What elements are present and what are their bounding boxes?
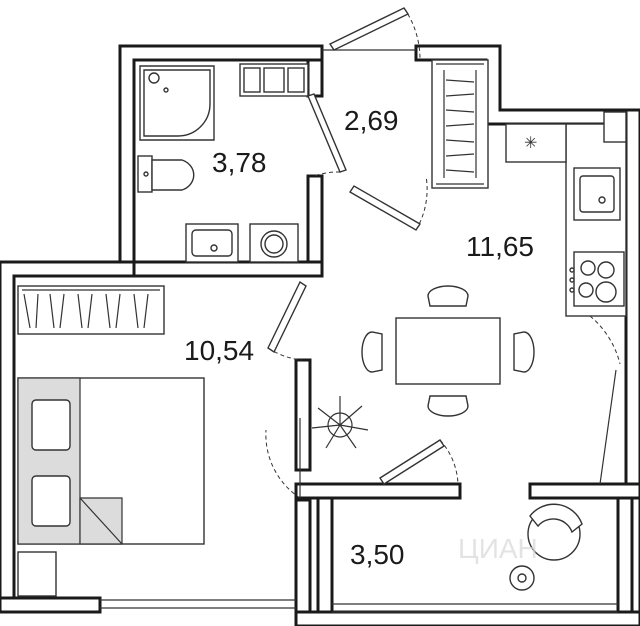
walls: [0, 44, 640, 626]
armchair: [527, 503, 583, 561]
washing-machine: [249, 223, 299, 263]
bedroom-side-door: [265, 418, 301, 499]
plant-icon: [311, 396, 369, 449]
hallway-door: [349, 175, 428, 231]
nightstand: [17, 551, 57, 597]
balcony-door: [379, 439, 459, 485]
area-label-hallway: 2,69: [344, 105, 399, 136]
area-label-kitchen-living: 11,65: [466, 231, 534, 262]
hall-wardrobe: [431, 59, 489, 189]
side-table: [509, 565, 535, 591]
bedroom-wardrobe: [17, 285, 165, 335]
storage-shelves: [239, 63, 309, 97]
bed: [17, 377, 205, 545]
area-label-bathroom: 3,78: [212, 147, 267, 178]
dining-table: [361, 285, 535, 417]
shower-cabin: [139, 65, 215, 141]
svg-text:✳: ✳: [524, 133, 537, 152]
kitchen-window-arc: [589, 315, 621, 365]
bathroom-door: [307, 93, 347, 177]
area-label-balcony: 3,50: [350, 539, 405, 570]
kitchen-counter: ✳: [505, 111, 627, 317]
watermark: ЦИАН: [458, 533, 538, 564]
washbasin: [185, 223, 239, 263]
area-label-bedroom: 10,54: [184, 335, 254, 366]
bedroom-door: [267, 280, 307, 361]
entrance-door: [328, 7, 421, 61]
toilet: [137, 155, 195, 193]
